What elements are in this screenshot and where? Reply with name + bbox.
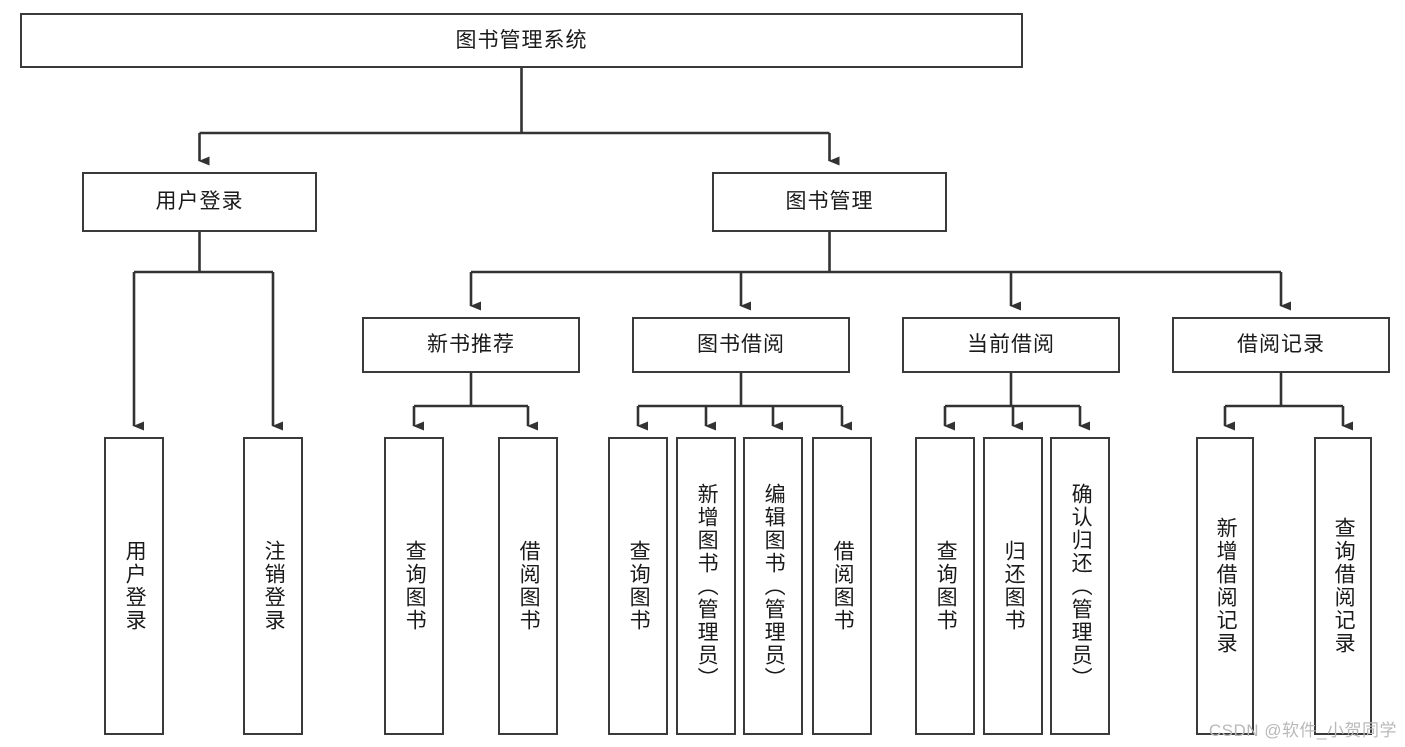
node-label: 图书借阅: [697, 333, 785, 357]
node-new-book-recommend[interactable]: 新书推荐: [362, 317, 580, 373]
node-label: 借阅图书: [517, 540, 541, 632]
node-label: 新增借阅记录: [1214, 517, 1238, 655]
leaf-current-confirm-return-admin[interactable]: 确认归还（管理员）: [1050, 437, 1110, 735]
node-label: 确认归还（管理员）: [1069, 482, 1093, 690]
node-book-borrow[interactable]: 图书借阅: [632, 317, 850, 373]
leaf-user-login-login[interactable]: 用户登录: [104, 437, 164, 735]
node-label: 归还图书: [1002, 540, 1026, 632]
node-current-borrow[interactable]: 当前借阅: [902, 317, 1120, 373]
node-label: 用户登录: [123, 540, 147, 632]
node-label: 新书推荐: [427, 333, 515, 357]
node-label: 查询图书: [627, 540, 651, 632]
node-label: 编辑图书（管理员）: [762, 482, 786, 690]
leaf-recommend-borrow-book[interactable]: 借阅图书: [498, 437, 558, 735]
node-root-book-management-system[interactable]: 图书管理系统: [20, 13, 1023, 68]
node-label: 查询图书: [934, 540, 958, 632]
leaf-recommend-query-book[interactable]: 查询图书: [384, 437, 444, 735]
leaf-borrow-query-book[interactable]: 查询图书: [608, 437, 668, 735]
node-label: 图书管理系统: [455, 28, 588, 52]
node-book-management[interactable]: 图书管理: [712, 172, 947, 232]
node-label: 查询图书: [403, 540, 427, 632]
leaf-record-query-record[interactable]: 查询借阅记录: [1314, 437, 1372, 735]
leaf-record-add-record[interactable]: 新增借阅记录: [1196, 437, 1254, 735]
node-label: 用户登录: [155, 190, 244, 214]
leaf-user-login-logout[interactable]: 注销登录: [243, 437, 303, 735]
leaf-borrow-add-book-admin[interactable]: 新增图书（管理员）: [676, 437, 736, 735]
node-label: 查询借阅记录: [1332, 517, 1356, 655]
leaf-current-return-book[interactable]: 归还图书: [983, 437, 1043, 735]
leaf-current-query-book[interactable]: 查询图书: [915, 437, 975, 735]
leaf-borrow-edit-book-admin[interactable]: 编辑图书（管理员）: [743, 437, 803, 735]
node-user-login[interactable]: 用户登录: [82, 172, 317, 232]
node-borrow-record[interactable]: 借阅记录: [1172, 317, 1390, 373]
node-label: 当前借阅: [967, 333, 1055, 357]
node-label: 借阅记录: [1237, 333, 1325, 357]
node-label: 新增图书（管理员）: [695, 482, 719, 690]
node-label: 借阅图书: [831, 540, 855, 632]
watermark-credit: CSDN @软件_小贺同学: [1208, 721, 1397, 740]
node-label: 图书管理: [785, 190, 874, 214]
node-label: 注销登录: [262, 540, 286, 632]
leaf-borrow-borrow-book[interactable]: 借阅图书: [812, 437, 872, 735]
